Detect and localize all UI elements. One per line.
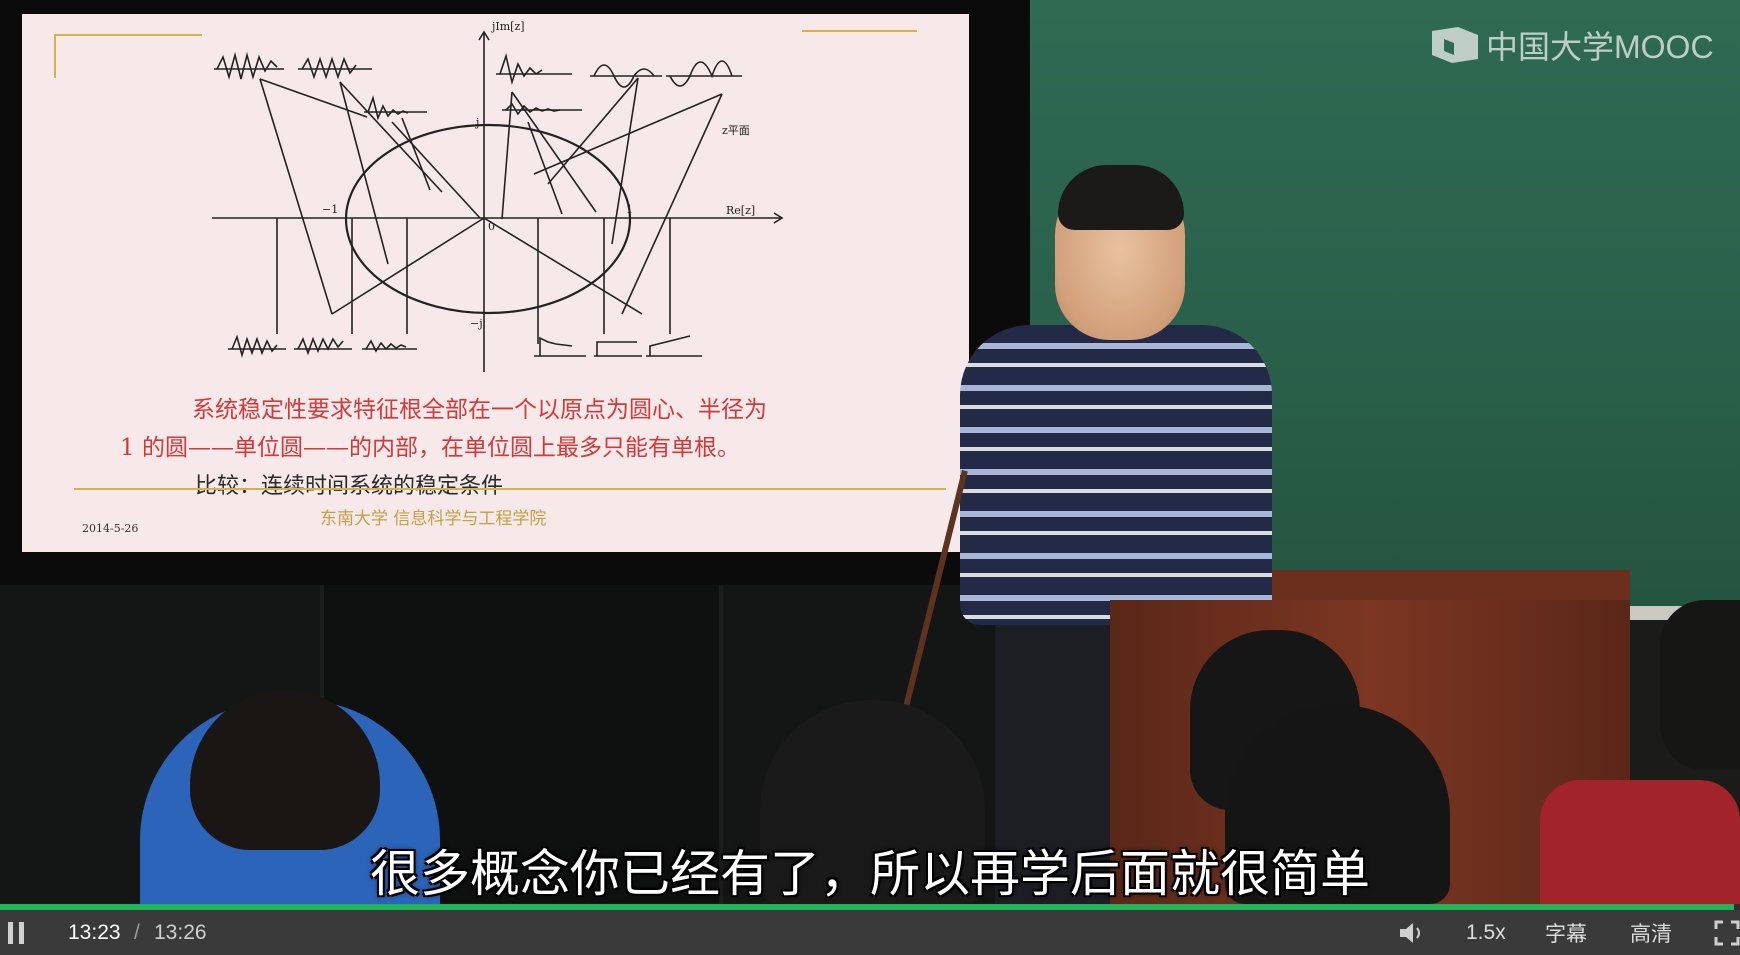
real-axis-label: Re[z] [726, 204, 755, 217]
signal-sustained-oscillation [301, 56, 357, 80]
slide-date: 2014-5-26 [82, 522, 139, 535]
mooc-watermark: 中国大学MOOC [1430, 22, 1714, 68]
lecture-slide: jIm[z] Re[z] z平面 −1 1 −j j 0 系统稳定性要求特征根全… [22, 14, 969, 552]
progress-fill [0, 904, 1734, 910]
student-head [1660, 600, 1740, 770]
student [1540, 780, 1740, 904]
fullscreen-button[interactable] [1714, 910, 1740, 955]
slide-text-line: 系统稳定性要求特征根全部在一个以原点为圆心、半径为 [192, 397, 767, 423]
slide-decor-line [54, 34, 56, 78]
captions-button[interactable]: 字幕 [1545, 922, 1587, 946]
signal-growing-oscillation [216, 51, 278, 80]
real-axis-arrow [773, 212, 784, 224]
student-head [1225, 705, 1450, 904]
teacher [960, 325, 1272, 625]
signal-decaying-oscillation [367, 95, 409, 121]
pause-icon [8, 921, 13, 944]
quality-button[interactable]: 高清 [1630, 922, 1672, 946]
signal-decaying [499, 53, 543, 85]
progress-bar[interactable] [0, 904, 1740, 910]
imag-axis-arrow [478, 30, 490, 41]
student-head [190, 690, 380, 850]
slide-decor-line [802, 30, 917, 32]
pause-button[interactable] [8, 910, 36, 955]
time-separator: / [134, 920, 140, 944]
pos-one-label: 1 [626, 203, 633, 216]
slide-text-line: 比较：连续时间系统的稳定条件 [195, 474, 504, 499]
student-head [760, 700, 985, 904]
signal-alternating [505, 102, 561, 116]
neg-j-label: −j [470, 317, 483, 330]
fullscreen-icon [1714, 920, 1740, 945]
slide-footer: 东南大学 信息科学与工程学院 [320, 509, 547, 529]
pos-j-label: j [474, 116, 479, 129]
teacher-hair [1058, 165, 1184, 230]
unit-circle [344, 123, 632, 315]
signal-growing-slow-oscillation [669, 60, 733, 87]
volume-icon [1400, 922, 1420, 943]
volume-button[interactable] [1398, 910, 1432, 955]
mooc-logo-text: 中国大学MOOC [1486, 29, 1714, 65]
current-time: 13:23 [68, 920, 121, 944]
subtitle-caption: 很多概念你已经有了，所以再学后面就很简单 [370, 845, 1370, 903]
origin-label: 0 [488, 220, 495, 233]
video-frame[interactable]: jIm[z] Re[z] z平面 −1 1 −j j 0 系统稳定性要求特征根全… [0, 0, 1740, 904]
neg-one-label: −1 [322, 203, 338, 216]
signal-slow-oscillation [593, 64, 655, 88]
mooc-logo-icon [1432, 27, 1478, 63]
slide-decor-line [54, 34, 202, 36]
slide-divider [74, 488, 946, 490]
playback-speed-button[interactable]: 1.5x [1466, 920, 1506, 944]
total-time: 13:26 [154, 920, 207, 944]
plane-label: z平面 [722, 124, 750, 137]
pause-icon [19, 921, 24, 944]
slide-text-line: 1 的圆——单位圆——的内部，在单位圆上最多只能有单根。 [120, 435, 740, 461]
imag-axis-label: jIm[z] [490, 20, 525, 33]
control-bar: 13:23 / 13:26 1.5x 字幕 高清 [0, 910, 1740, 955]
z-plane-stability-diagram: jIm[z] Re[z] z平面 −1 1 −j j 0 [212, 20, 784, 372]
